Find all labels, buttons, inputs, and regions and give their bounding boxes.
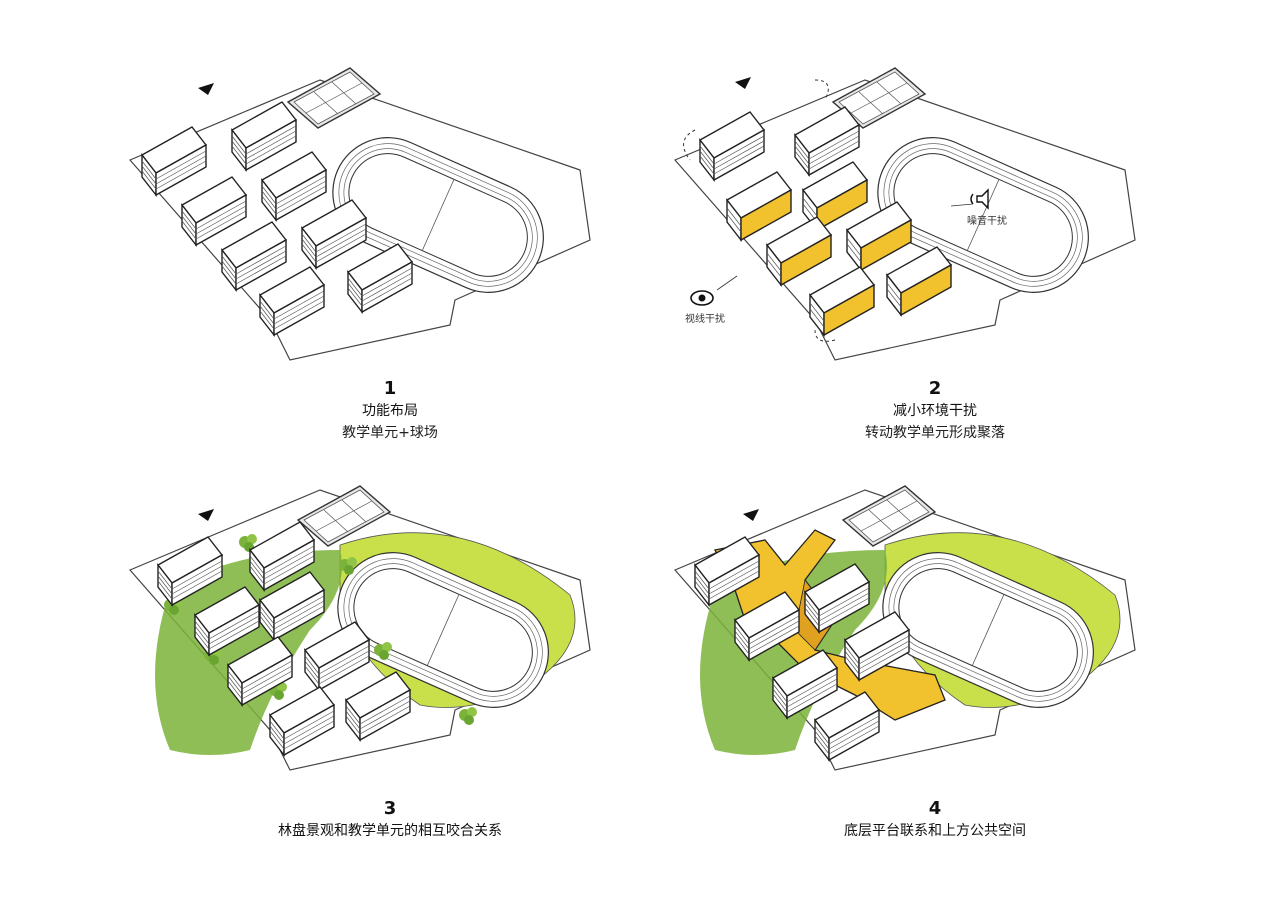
rotation-arrow [683, 129, 696, 161]
panel-title: 减小环境干扰 [893, 403, 977, 419]
panel-4: 4 底层平台联系和上方公共空间 [655, 470, 1215, 890]
north-arrow-icon [743, 509, 759, 521]
diagram-1 [129, 67, 591, 361]
panel-3: 3 林盘景观和教学单元的相互咬合关系 [110, 470, 670, 890]
panel-2: 噪音干扰 视线干扰 2 减小环境干扰 转动教学单元形成聚落 [655, 40, 1215, 460]
diagram-2: 噪音干扰 视线干扰 [674, 67, 1136, 361]
eye-icon [690, 290, 714, 306]
north-arrow-icon [198, 509, 214, 521]
noise-label: 噪音干扰 [967, 214, 1007, 227]
diagram-3 [129, 485, 591, 771]
panel-number: 1 [383, 378, 397, 399]
panel-title: 功能布局 [362, 403, 418, 419]
speaker-icon [970, 188, 989, 210]
panel-subtitle: 转动教学单元形成聚落 [865, 425, 1005, 441]
rotation-arrow [814, 79, 829, 101]
panel-title: 林盘景观和教学单元的相互咬合关系 [278, 823, 502, 839]
tree-cluster [459, 707, 477, 725]
north-arrow-icon [735, 77, 751, 89]
panel-number: 3 [383, 798, 397, 819]
sight-label: 视线干扰 [685, 312, 725, 325]
panel-title: 底层平台联系和上方公共空间 [844, 823, 1026, 839]
north-arrow-icon [198, 83, 214, 95]
panel-1: 1 功能布局 教学单元+球场 [110, 40, 670, 460]
panel-number: 2 [928, 378, 942, 399]
panel-subtitle: 教学单元+球场 [342, 425, 438, 441]
diagram-4 [674, 485, 1136, 771]
rotation-arrow [814, 329, 836, 342]
panel-number: 4 [928, 798, 942, 819]
